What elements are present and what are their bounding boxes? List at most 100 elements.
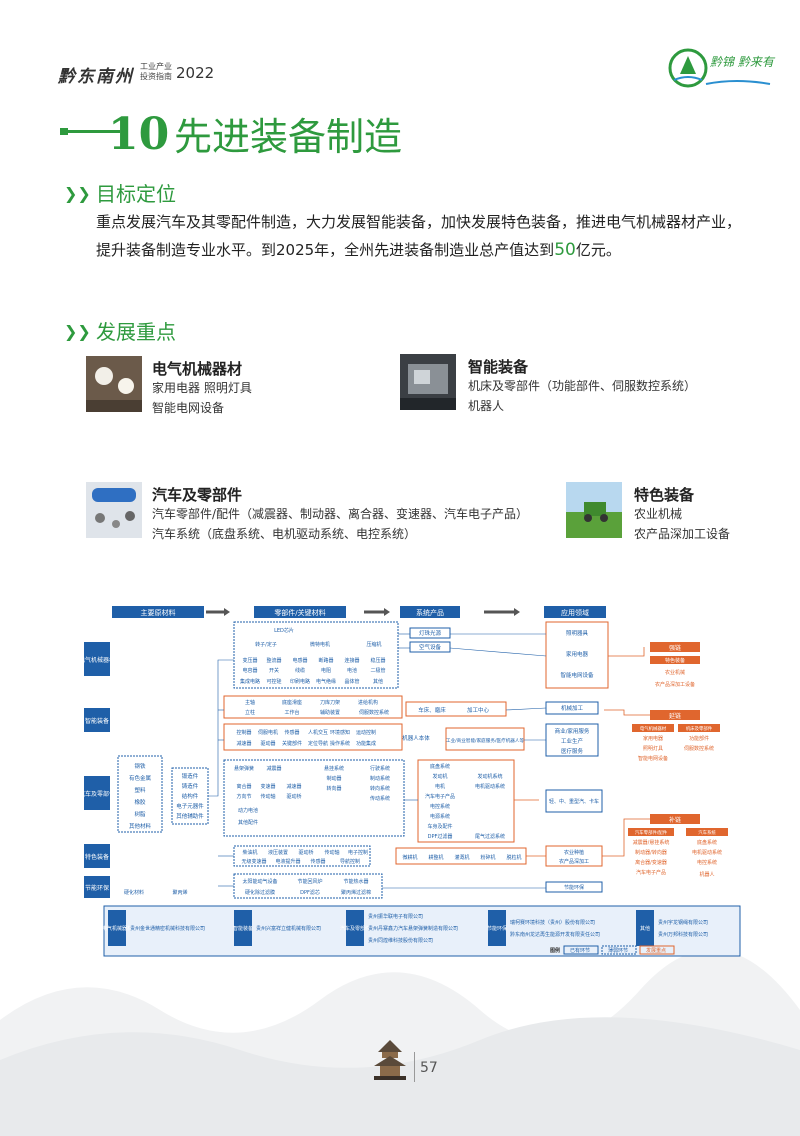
svg-text:工业/商业智能/家庭服务/医疗机器人等: 工业/商业智能/家庭服务/医疗机器人等 bbox=[446, 737, 525, 744]
svg-text:电池: 电池 bbox=[347, 667, 357, 674]
svg-text:传动轴: 传动轴 bbox=[324, 849, 339, 856]
svg-text:晶体管: 晶体管 bbox=[344, 678, 359, 685]
svg-text:节能环保: 节能环保 bbox=[487, 925, 507, 932]
item-detail: 汽车系统（底盘系统、电机驱动系统、电控系统） bbox=[152, 527, 417, 541]
svg-text:电感器: 电感器 bbox=[292, 657, 307, 664]
svg-text:农产品深加工设备: 农产品深加工设备 bbox=[655, 681, 695, 688]
legend: 图例 已有环节 薄弱环节 发展重点 bbox=[550, 945, 675, 955]
svg-text:电控系统: 电控系统 bbox=[697, 859, 717, 866]
svg-text:离合器: 离合器 bbox=[236, 783, 251, 790]
svg-text:环境感知: 环境感知 bbox=[330, 729, 350, 736]
svg-text:集成电路: 集成电路 bbox=[240, 678, 260, 685]
company-table: 电气机械器材 智能装备 汽车及零部件 节能环保 其他 贵州金世通精密机械科技有限… bbox=[102, 905, 741, 957]
svg-text:主轴: 主轴 bbox=[245, 699, 255, 706]
svg-text:车床、磨床: 车床、磨床 bbox=[418, 706, 446, 714]
svg-text:减震器: 减震器 bbox=[266, 765, 281, 772]
svg-text:贵州同煌维科技股份有限公司: 贵州同煌维科技股份有限公司 bbox=[368, 937, 433, 944]
svg-text:机器人: 机器人 bbox=[699, 871, 714, 878]
svg-text:粉碎机: 粉碎机 bbox=[480, 854, 495, 861]
svg-text:汽车电子产品: 汽车电子产品 bbox=[636, 869, 666, 876]
materials-column: 钢铁 有色金属 塑料 橡胶 树脂 其他材料 锻造件 铸造件 结构件 电子元器件 … bbox=[117, 755, 209, 833]
svg-text:行驶系统: 行驶系统 bbox=[370, 765, 390, 772]
svg-text:可控硅: 可控硅 bbox=[266, 678, 281, 685]
svg-text:机器人本体: 机器人本体 bbox=[402, 734, 430, 742]
section-heading-focus: 发展重点 bbox=[96, 320, 176, 344]
svg-text:功能部件: 功能部件 bbox=[689, 735, 709, 742]
elec-parts-group: LED芯片 转子/定子 微特电机 压缩机 变压器 整流器 电感器 断路器 连接器… bbox=[233, 621, 399, 689]
svg-text:车身及配件: 车身及配件 bbox=[427, 823, 452, 830]
svg-text:补链: 补链 bbox=[669, 816, 681, 824]
svg-text:其他材料: 其他材料 bbox=[129, 822, 152, 830]
car-parts-photo-icon bbox=[86, 482, 142, 538]
svg-text:机械加工: 机械加工 bbox=[561, 704, 584, 712]
svg-text:连接器: 连接器 bbox=[344, 657, 359, 664]
svg-text:操作系统: 操作系统 bbox=[330, 740, 350, 747]
brand-year: 2022 bbox=[176, 64, 215, 82]
brand-title: 黔东南州 bbox=[58, 67, 134, 87]
qianjin-logo-icon: 黔锦 黔来有 bbox=[668, 48, 776, 88]
svg-text:电机: 电机 bbox=[435, 783, 445, 790]
svg-text:工作台: 工作台 bbox=[284, 709, 299, 716]
svg-text:二极管: 二极管 bbox=[370, 667, 385, 674]
item-detail: 家用电器 照明灯具 bbox=[152, 381, 252, 395]
svg-text:断路器: 断路器 bbox=[318, 657, 333, 664]
farm-machine-photo-icon bbox=[566, 482, 622, 538]
svg-text:贵州金世通精密机械科技有限公司: 贵州金世通精密机械科技有限公司 bbox=[130, 925, 205, 932]
svg-text:转向器: 转向器 bbox=[326, 785, 341, 792]
svg-text:脱粒机: 脱粒机 bbox=[506, 854, 521, 861]
svg-text:锻造件: 锻造件 bbox=[182, 772, 199, 780]
svg-text:薄弱环节: 薄弱环节 bbox=[608, 947, 628, 954]
svg-text:贵州兴富祥立健机械有限公司: 贵州兴富祥立健机械有限公司 bbox=[256, 925, 321, 932]
smart-sys-group: 车床、磨床 加工中心 机器人本体 工业/商业智能/家庭服务/医疗机器人等 bbox=[402, 701, 525, 751]
svg-text:人机交互: 人机交互 bbox=[308, 729, 328, 736]
title-rule bbox=[60, 130, 120, 133]
svg-text:驱动器: 驱动器 bbox=[260, 740, 275, 747]
svg-text:图例: 图例 bbox=[550, 947, 560, 954]
svg-text:黔锦 黔来有: 黔锦 黔来有 bbox=[710, 55, 776, 69]
svg-text:开关: 开关 bbox=[269, 667, 279, 674]
svg-text:商业/家用服务: 商业/家用服务 bbox=[555, 727, 590, 735]
page-number: 57 bbox=[420, 1060, 438, 1076]
svg-text:无级变速器: 无级变速器 bbox=[241, 858, 266, 865]
svg-text:树脂: 树脂 bbox=[134, 810, 146, 818]
chapter-title: 先进装备制造 bbox=[174, 115, 403, 159]
svg-text:传动轴: 传动轴 bbox=[260, 793, 275, 800]
svg-text:已有环节: 已有环节 bbox=[570, 947, 590, 954]
svg-text:尾气过滤系统: 尾气过滤系统 bbox=[475, 833, 505, 840]
special-parts-group: 柴油机 液压装置 驱动桥 传动轴 电子控制 无级变速器 电液提升器 传感器 导航… bbox=[233, 845, 603, 867]
chevron-right-icon: ❯❯ bbox=[64, 322, 91, 341]
auto-parts-group: 悬架弹簧 减震器 离合器 变速器 减速器 方向节 传动轴 驱动桥 动力电池 其他… bbox=[223, 759, 405, 837]
svg-text:线缆: 线缆 bbox=[295, 667, 305, 674]
chapter-number: 10 bbox=[108, 109, 170, 160]
svg-text:家用电器: 家用电器 bbox=[643, 735, 663, 742]
svg-text:工业生产: 工业生产 bbox=[561, 737, 584, 745]
svg-text:关键部件: 关键部件 bbox=[282, 740, 302, 747]
svg-text:电容器: 电容器 bbox=[242, 667, 257, 674]
svg-text:转向系统: 转向系统 bbox=[370, 785, 390, 792]
chevron-right-icon: ❯❯ bbox=[64, 184, 91, 203]
svg-text:智能电网设备: 智能电网设备 bbox=[560, 671, 594, 679]
auto-sys-group: 底盘系统 发动机 发动机系统 电机 电机驱动系统 汽车电子产品 电控系统 电源系… bbox=[417, 759, 515, 843]
svg-text:悬挂系统: 悬挂系统 bbox=[324, 765, 344, 772]
svg-text:电子控制: 电子控制 bbox=[348, 849, 368, 856]
svg-text:其他辅助件: 其他辅助件 bbox=[176, 812, 204, 820]
svg-text:制动器/转向器: 制动器/转向器 bbox=[635, 849, 667, 856]
svg-text:农业机械: 农业机械 bbox=[665, 669, 685, 676]
svg-text:贵州振华联电子有限公司: 贵州振华联电子有限公司 bbox=[368, 913, 423, 920]
svg-text:印刷电路: 印刷电路 bbox=[290, 678, 310, 685]
svg-text:硬化材料: 硬化材料 bbox=[124, 889, 144, 896]
goal-paragraph: 重点发展汽车及其零配件制造，大力发展智能装备，加快发展特色装备，推进电气机械器材… bbox=[96, 213, 742, 260]
svg-text:微耕机: 微耕机 bbox=[402, 854, 417, 861]
page-divider bbox=[414, 1052, 415, 1082]
svg-text:整流器: 整流器 bbox=[266, 657, 281, 664]
svg-text:有色金属: 有色金属 bbox=[129, 774, 151, 782]
svg-text:减速器: 减速器 bbox=[236, 740, 251, 747]
row-labels: 电气机械器材 智能装备 汽车及零部件 特色装备 节能环保 bbox=[84, 642, 115, 898]
svg-text:家用电器: 家用电器 bbox=[566, 650, 589, 658]
svg-text:智能装备: 智能装备 bbox=[85, 717, 109, 725]
svg-text:传感器: 传感器 bbox=[310, 858, 325, 865]
svg-text:刀库刀架: 刀库刀架 bbox=[320, 699, 340, 706]
pagoda-icon bbox=[374, 1040, 406, 1080]
svg-text:橡胶: 橡胶 bbox=[134, 798, 146, 806]
svg-text:方向节: 方向节 bbox=[236, 793, 251, 800]
